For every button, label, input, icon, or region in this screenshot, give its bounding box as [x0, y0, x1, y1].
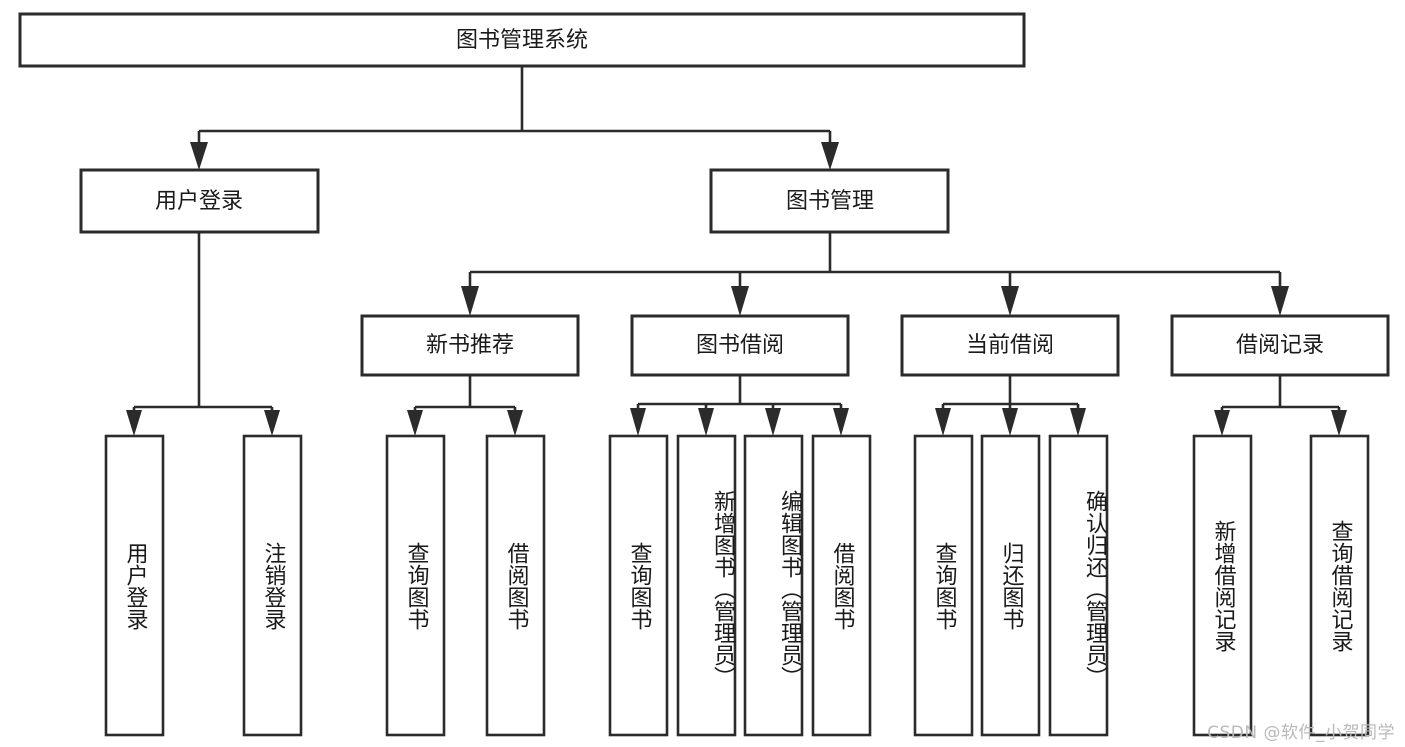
arrow-head-icon	[190, 142, 208, 170]
leaf-node-borrow-book-1[interactable]	[485, 434, 546, 737]
leaf-node-return-book[interactable]	[980, 434, 1041, 737]
node-book-management-label: 图书管理	[786, 189, 874, 214]
arrow-head-icon	[630, 408, 646, 436]
connector-userlogin-to-leaves	[126, 232, 280, 436]
arrow-head-icon	[1002, 408, 1018, 436]
node-user-login[interactable]: 用户登录	[79, 168, 320, 234]
leaf-node-edit-book[interactable]	[743, 434, 804, 737]
node-new-book-recommendation[interactable]: 新书推荐	[360, 314, 580, 377]
leaf-node-confirm-return[interactable]	[1048, 434, 1109, 737]
connector-bookborrow-to-leaves	[630, 375, 849, 436]
node-borrow-record[interactable]: 借阅记录	[1170, 314, 1390, 377]
node-book-borrow[interactable]: 图书借阅	[630, 314, 850, 377]
connector-currentborrow-to-leaves	[935, 375, 1086, 436]
arrow-head-icon	[821, 142, 839, 170]
arrow-head-icon	[461, 286, 479, 316]
connector-borrowrecord-to-leaves	[1214, 375, 1347, 436]
leaf-node-add-book[interactable]	[676, 434, 737, 737]
connector-bookmanage-to-level3	[461, 232, 1289, 316]
node-current-borrow-label: 当前借阅	[966, 333, 1054, 358]
leaf-node-query-book-3[interactable]	[913, 434, 974, 737]
arrow-head-icon	[1271, 286, 1289, 316]
node-book-management[interactable]: 图书管理	[709, 168, 950, 234]
arrow-head-icon	[765, 408, 781, 436]
arrow-head-icon	[731, 286, 749, 316]
leaf-node-query-book-1[interactable]	[385, 434, 446, 737]
arrow-head-icon	[264, 410, 280, 436]
node-user-login-label: 用户登录	[155, 189, 243, 214]
leaf-node-borrow-book-2[interactable]	[811, 434, 872, 737]
leaf-node-query-borrow-record[interactable]	[1309, 434, 1370, 737]
leaf-node-add-borrow-record[interactable]	[1192, 434, 1253, 737]
leaf-node-query-book-2[interactable]	[608, 434, 669, 737]
arrow-head-icon	[935, 408, 951, 436]
csdn-watermark: CSDN @软件_小贺同学	[1207, 723, 1395, 743]
node-current-borrow[interactable]: 当前借阅	[900, 314, 1120, 377]
arrow-head-icon	[407, 410, 423, 436]
leaf-node-user-login[interactable]	[104, 434, 165, 737]
connector-root-to-level2	[190, 66, 839, 170]
leaf-node-logout-login[interactable]	[242, 434, 303, 737]
arrow-head-icon	[1070, 408, 1086, 436]
arrow-head-icon	[1001, 286, 1019, 316]
node-root-book-management-system[interactable]: 图书管理系统	[18, 12, 1026, 68]
arrow-head-icon	[126, 410, 142, 436]
arrow-head-icon	[1331, 410, 1347, 436]
node-root-label: 图书管理系统	[456, 28, 588, 53]
connector-newbookrec-to-leaves	[407, 375, 523, 436]
node-borrow-record-label: 借阅记录	[1236, 333, 1324, 358]
arrow-head-icon	[698, 408, 714, 436]
node-new-book-recommendation-label: 新书推荐	[426, 333, 514, 358]
node-book-borrow-label: 图书借阅	[696, 333, 784, 358]
arrow-head-icon	[833, 408, 849, 436]
arrow-head-icon	[507, 410, 523, 436]
arrow-head-icon	[1214, 410, 1230, 436]
